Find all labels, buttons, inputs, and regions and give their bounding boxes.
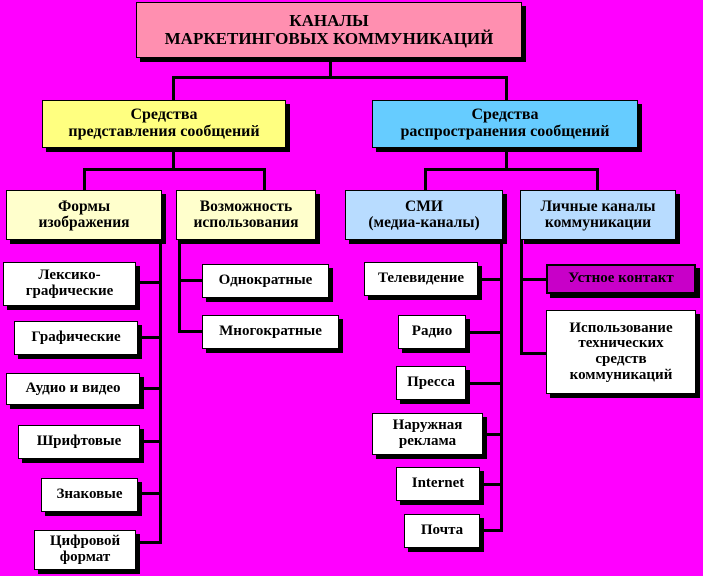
connector <box>466 382 503 385</box>
group-personal-label: Личные каналы коммуникации <box>540 197 656 231</box>
usage-item: Однократные <box>202 264 329 298</box>
connector <box>140 387 162 390</box>
form-item: Графические <box>14 321 138 355</box>
form-item: Аудио и видео <box>6 373 140 405</box>
media-item: Телевидение <box>364 262 478 296</box>
connector <box>480 529 503 532</box>
connector <box>424 168 427 190</box>
connector <box>159 240 162 544</box>
branch-distribution-box: Средства распространения сообщений <box>372 100 638 148</box>
connector <box>178 279 202 282</box>
connector <box>136 541 162 544</box>
group-media-label: СМИ (медиа-каналы) <box>368 197 480 231</box>
media-item: Internet <box>396 467 480 501</box>
connector <box>172 76 508 79</box>
form-item: Лексико- графические <box>3 262 136 306</box>
form-item: Цифровой формат <box>34 530 136 570</box>
media-item: Пресса <box>396 366 466 400</box>
connector <box>140 440 162 443</box>
connector <box>520 352 546 355</box>
connector <box>480 483 503 486</box>
connector <box>424 168 599 171</box>
connector <box>172 76 175 101</box>
connector <box>329 58 332 78</box>
usage-item: Многократные <box>202 315 339 349</box>
connector <box>178 330 202 333</box>
media-item: Радио <box>398 315 466 349</box>
connector <box>520 278 546 281</box>
connector <box>136 281 162 284</box>
connector <box>500 240 503 532</box>
form-item: Шрифтовые <box>18 425 140 459</box>
connector <box>478 278 503 281</box>
group-usage-box: Возможность использования <box>176 190 316 240</box>
connector <box>178 240 181 333</box>
connector <box>83 168 266 171</box>
personal-item-oral-contact: Устное контакт <box>546 264 696 294</box>
connector <box>596 168 599 190</box>
media-item: Почта <box>404 514 480 548</box>
group-usage-label: Возможность использования <box>193 197 299 231</box>
connector <box>505 76 508 101</box>
group-forms-label: Формы изображения <box>38 197 130 231</box>
connector <box>520 240 523 355</box>
root-label: КАНАЛЫ МАРКЕТИНГОВЫХ КОММУНИКАЦИЙ <box>164 11 494 48</box>
connector <box>505 148 508 170</box>
group-media-box: СМИ (медиа-каналы) <box>345 190 503 240</box>
connector <box>138 336 162 339</box>
root-box: КАНАЛЫ МАРКЕТИНГОВЫХ КОММУНИКАЦИЙ <box>136 2 522 58</box>
connector <box>138 492 162 495</box>
personal-item-technical-means: Использование технических средств коммун… <box>546 310 696 394</box>
connector <box>83 168 86 190</box>
group-forms-box: Формы изображения <box>6 190 162 240</box>
branch-presentation-box: Средства представления сообщений <box>42 100 286 148</box>
branch-presentation-label: Средства представления сообщений <box>68 106 260 140</box>
connector <box>263 168 266 190</box>
connector <box>466 331 503 334</box>
branch-distribution-label: Средства распространения сообщений <box>400 106 610 140</box>
group-personal-box: Личные каналы коммуникации <box>520 190 676 240</box>
connector <box>172 148 175 170</box>
media-item: Наружная реклама <box>372 413 483 455</box>
form-item: Знаковые <box>41 478 138 512</box>
connector <box>483 433 503 436</box>
